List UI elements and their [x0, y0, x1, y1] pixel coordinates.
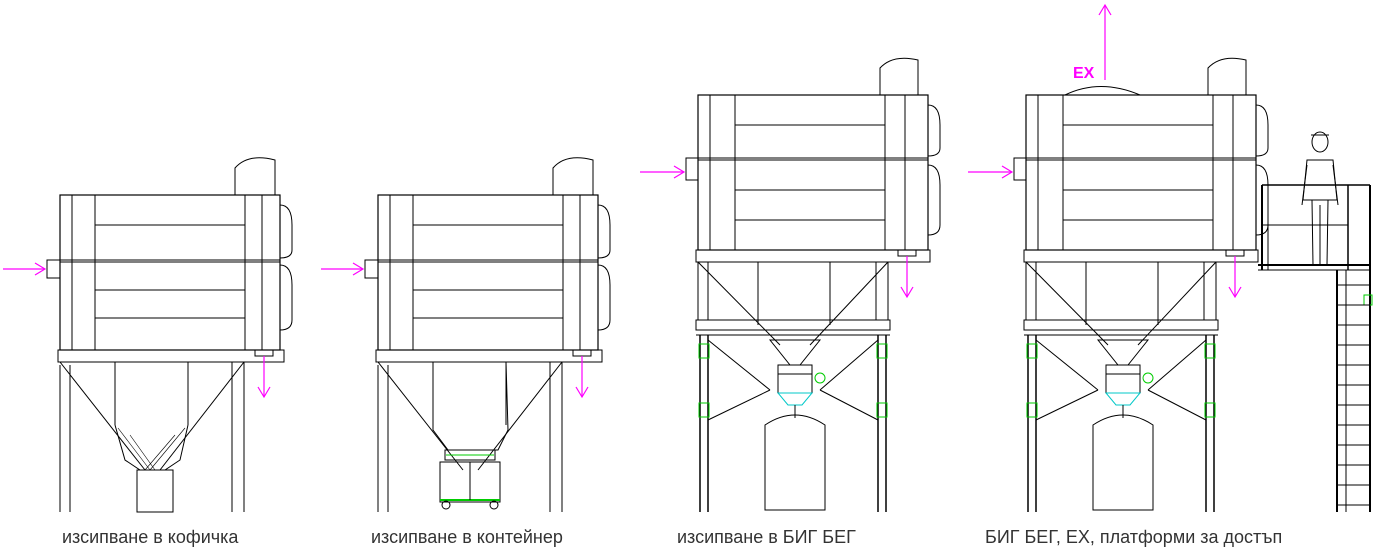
ex-label: EX: [1073, 65, 1095, 82]
collector-variant-1: [3, 157, 293, 513]
collector-variant-2: [321, 157, 611, 513]
collector-variant-3: [640, 57, 941, 513]
operator-figure: [1301, 131, 1339, 266]
caption-variant-1: изсипване в кофичка: [62, 527, 239, 547]
access-platform: [1258, 184, 1373, 512]
caption-variant-2: изсипване в контейнер: [371, 527, 563, 547]
caption-variant-4: БИГ БЕГ, ЕХ, платформи за достъп: [985, 527, 1283, 547]
collector-variant-4: EX: [968, 3, 1373, 513]
caption-variant-3: изсипване в БИГ БЕГ: [677, 527, 856, 547]
